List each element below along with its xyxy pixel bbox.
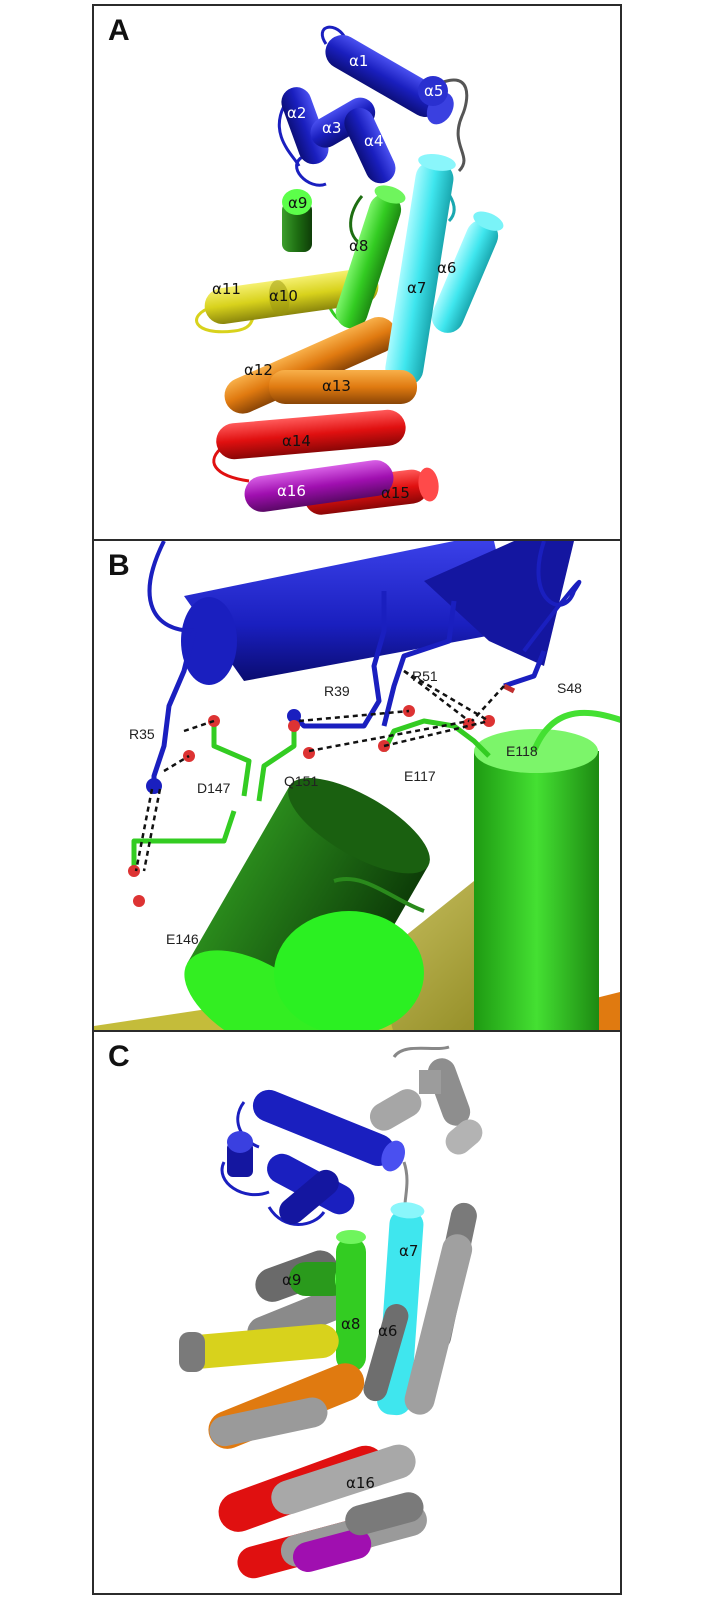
label-a2: α2 bbox=[287, 104, 306, 122]
label-r39: R39 bbox=[324, 683, 350, 699]
label-r51: R51 bbox=[412, 668, 438, 684]
label-e118: E118 bbox=[506, 743, 538, 759]
helix-a8 bbox=[335, 185, 406, 329]
gray-helix-a6-c bbox=[404, 1234, 473, 1415]
label-a8: α8 bbox=[349, 237, 368, 255]
label-a15: α15 bbox=[381, 484, 410, 502]
panel-b: R35 R39 R51 S48 E118 D147 Q151 E117 E146… bbox=[92, 539, 622, 1032]
panel-c-structure: α7 α9 α8 α6 α16 bbox=[179, 1045, 483, 1579]
helix-a11-a10 bbox=[204, 268, 379, 325]
green-helix-a9-c bbox=[289, 1262, 349, 1296]
helix-a13 bbox=[269, 370, 417, 404]
gray-helix-orange-c bbox=[209, 1397, 328, 1447]
label-a10: α10 bbox=[269, 287, 298, 305]
blue-helix-b bbox=[181, 541, 574, 685]
gray-helix-back-c bbox=[363, 1304, 409, 1402]
residue-labels: R35 R39 R51 S48 E118 D147 Q151 E117 E146 bbox=[129, 668, 582, 947]
label-a12: α12 bbox=[244, 361, 273, 379]
label-c-a16: α16 bbox=[346, 1474, 375, 1492]
blue-loops-b bbox=[147, 541, 582, 653]
helix-a6 bbox=[431, 211, 504, 333]
helix-a9 bbox=[282, 189, 312, 252]
label-a7: α7 bbox=[407, 279, 426, 297]
label-a9: α9 bbox=[288, 194, 307, 212]
blue-loops-c bbox=[220, 1101, 326, 1226]
label-e117: E117 bbox=[404, 768, 436, 784]
gray-helices-top bbox=[369, 1058, 483, 1155]
darkgreen-helix bbox=[184, 778, 430, 1030]
darkgreen-helix-end bbox=[274, 911, 424, 1030]
label-c-a8: α8 bbox=[341, 1315, 360, 1333]
green-loop-b bbox=[333, 877, 425, 913]
label-e146: E146 bbox=[166, 931, 199, 947]
gray-helix-left-c bbox=[179, 1332, 205, 1372]
blue-helix-c4 bbox=[279, 1169, 339, 1225]
yellow-helix-c bbox=[179, 1324, 339, 1370]
label-q151: Q151 bbox=[284, 773, 318, 789]
panel-a-letter: A bbox=[108, 14, 130, 47]
label-a13: α13 bbox=[322, 377, 351, 395]
gray-helix-red-c bbox=[271, 1444, 416, 1515]
label-s48: S48 bbox=[557, 680, 582, 696]
label-a5: α5 bbox=[424, 82, 443, 100]
green-helix-a8-c bbox=[336, 1230, 366, 1372]
blue-sidechains bbox=[151, 591, 547, 786]
helix-a12 bbox=[224, 317, 397, 414]
bottom-helices-c bbox=[237, 1492, 427, 1579]
helix-a2 bbox=[281, 87, 329, 165]
label-d147: D147 bbox=[197, 780, 231, 796]
panel-a-structure: α1 α5 α2 α3 α4 α9 α8 α6 α7 α11 α10 α12 α… bbox=[195, 25, 504, 515]
label-a11: α11 bbox=[212, 280, 241, 298]
panel-b-structure: R35 R39 R51 S48 E118 D147 Q151 E117 E146 bbox=[94, 541, 620, 1030]
label-c-a9: α9 bbox=[282, 1271, 301, 1289]
label-c-a7: α7 bbox=[399, 1242, 418, 1260]
panel-b-letter: B bbox=[108, 549, 130, 582]
label-r35: R35 bbox=[129, 726, 155, 742]
label-a1: α1 bbox=[349, 52, 368, 70]
helix-a5 bbox=[418, 76, 448, 106]
hbonds bbox=[134, 669, 505, 872]
panel-a: A bbox=[92, 4, 622, 541]
helix-a7 bbox=[385, 153, 456, 386]
label-a4: α4 bbox=[364, 132, 383, 150]
label-a3: α3 bbox=[322, 119, 341, 137]
blue-helix-c1 bbox=[252, 1089, 405, 1172]
label-c-a6: α6 bbox=[378, 1322, 397, 1340]
panel-c: C bbox=[92, 1030, 622, 1595]
helix-a16 bbox=[244, 460, 394, 512]
label-a14: α14 bbox=[282, 432, 311, 450]
helix-labels-c: α7 α9 α8 α6 α16 bbox=[282, 1242, 418, 1492]
green-sidechains bbox=[131, 718, 491, 871]
helix-a4 bbox=[344, 107, 396, 184]
helix-labels-a: α1 α5 α2 α3 α4 α9 α8 α6 α7 α11 α10 α12 α… bbox=[212, 52, 456, 502]
label-a16: α16 bbox=[277, 482, 306, 500]
panel-c-letter: C bbox=[108, 1040, 130, 1073]
label-a6: α6 bbox=[437, 259, 456, 277]
helix-a14 bbox=[216, 409, 406, 460]
green-helix-right bbox=[474, 709, 620, 1030]
